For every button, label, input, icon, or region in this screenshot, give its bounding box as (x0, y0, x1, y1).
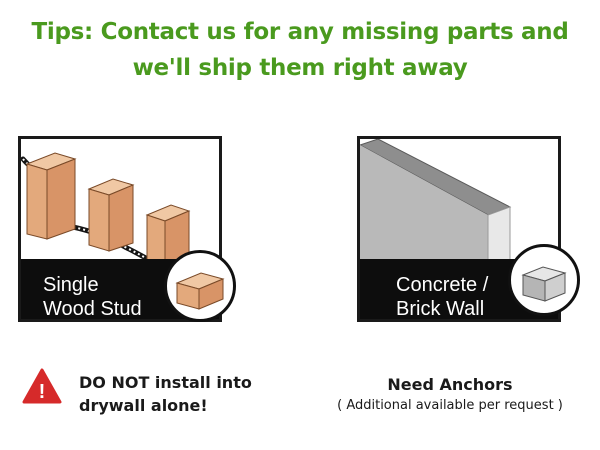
concrete-zoom-circle (508, 244, 580, 316)
wood-stud-label-line-1: Single (43, 274, 99, 296)
need-anchors-title: Need Anchors (387, 375, 513, 394)
warning-line-2: drywall alone! (79, 396, 208, 415)
concrete-label-line-1: Concrete / (396, 274, 489, 296)
wood-stud-2 (87, 178, 135, 252)
tips-line-2: we'll ship them right away (132, 55, 468, 81)
tips-line-1: Tips: Contact us for any missing parts a… (31, 19, 569, 45)
wood-stud-label-line-2: Wood Stud (43, 298, 142, 320)
warning-line-1: DO NOT install into (79, 373, 252, 392)
anchors-availability-note: ( Additional available per request ) (337, 398, 563, 413)
concrete-label-line-2: Brick Wall (396, 298, 485, 320)
wood-stud-1 (25, 152, 77, 240)
wood-stud-illustration (21, 152, 191, 270)
warning-text: DO NOT install into drywall alone! (79, 371, 252, 417)
tips-heading: Tips: Contact us for any missing parts a… (0, 14, 600, 86)
wood-block-icon (175, 272, 225, 310)
warning-triangle-icon: ! (22, 368, 62, 404)
concrete-block-icon (521, 266, 567, 302)
warning-exclamation: ! (39, 381, 46, 403)
wood-stud-zoom-circle (164, 250, 236, 322)
